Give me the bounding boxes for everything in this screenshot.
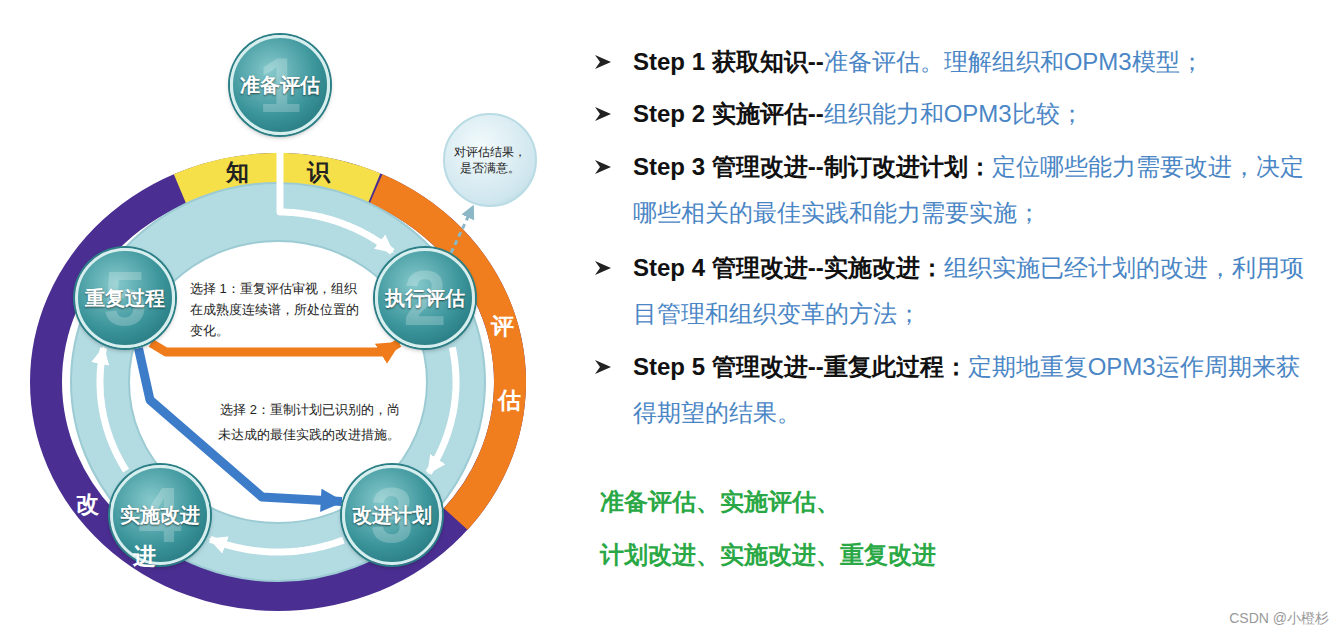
bullet-arrow xyxy=(593,157,613,177)
flow-arrow xyxy=(429,347,457,472)
step-name: 实施改进 xyxy=(120,502,200,529)
flow-arrow xyxy=(100,348,126,471)
step-heading: Step 1 获取知识-- xyxy=(633,48,824,75)
step-circle: 重复过程5 xyxy=(75,248,175,348)
bullet-arrow-shape xyxy=(595,107,611,121)
purple-band xyxy=(46,169,510,595)
step-circle: 改进计划3 xyxy=(342,465,442,565)
step-detail: 组织能力和OPM3比较； xyxy=(824,100,1084,127)
bullet-arrow-shape xyxy=(595,160,611,174)
step-bullet: Step 4 管理改进--实施改进：组织实施已经计划的改进，利用项目管理和组织变… xyxy=(633,245,1323,337)
step-bullet: Step 1 获取知识--准备评估。理解组织和OPM3模型； xyxy=(633,39,1323,85)
band-label: 评 xyxy=(491,311,514,342)
bullet-arrow-shape xyxy=(595,261,611,275)
step-heading: Step 2 实施评估-- xyxy=(633,100,824,127)
step-heading: Step 3 管理改进--制订改进计划： xyxy=(633,153,992,180)
flow-arrow xyxy=(210,539,343,552)
step-bullet: Step 2 实施评估--组织能力和OPM3比较； xyxy=(633,91,1323,137)
step-name: 执行评估 xyxy=(385,285,465,312)
step-name: 对评估结果，是否满意。 xyxy=(453,144,527,176)
choice-note: 选择 2：重制计划已识别的，尚未达成的最佳实践的改进措施。 xyxy=(215,397,400,447)
flow-arrow xyxy=(151,343,399,352)
summary-line: 计划改进、实施改进、重复改进 xyxy=(600,539,936,571)
step-heading: Step 5 管理改进--重复此过程： xyxy=(633,353,968,380)
summary-line: 准备评估、实施评估、 xyxy=(600,486,840,518)
bullet-arrow-shape xyxy=(595,55,611,69)
choice-note: 选择 1：重复评估审视，组织在成熟度连续谱，所处位置的变化。 xyxy=(190,278,362,341)
satisfaction-circle: 对评估结果，是否满意。 xyxy=(443,113,537,207)
band-label: 进 xyxy=(133,541,156,572)
watermark: CSDN @小橙杉 xyxy=(1229,610,1329,628)
bullet-arrow xyxy=(593,357,613,377)
step-circle: 准备评估1 xyxy=(230,35,330,135)
bullet-arrow xyxy=(593,104,613,124)
flow-arrow xyxy=(280,137,392,252)
band-label: 改 xyxy=(76,489,99,520)
step-name: 改进计划 xyxy=(352,502,432,529)
dotted-arrow xyxy=(451,206,473,253)
band-label: 知 xyxy=(226,157,249,188)
step-bullet: Step 5 管理改进--重复此过程：定期地重复OPM3运作周期来获得期望的结果… xyxy=(633,344,1323,436)
bullet-arrow xyxy=(593,52,613,72)
step-detail: 准备评估。理解组织和OPM3模型； xyxy=(824,48,1204,75)
step-circle: 实施改进4 xyxy=(110,465,210,565)
step-heading: Step 4 管理改进--实施改进： xyxy=(633,254,944,281)
bullet-arrow xyxy=(593,258,613,278)
band-label: 识 xyxy=(307,157,330,188)
band-label: 估 xyxy=(498,385,521,416)
step-name: 准备评估 xyxy=(240,72,320,99)
step-name: 重复过程 xyxy=(85,285,165,312)
step-bullet: Step 3 管理改进--制订改进计划：定位哪些能力需要改进，决定哪些相关的最佳… xyxy=(633,144,1323,236)
ring-edge xyxy=(71,183,485,581)
step-circle: 执行评估2 xyxy=(375,248,475,348)
bullet-arrow-shape xyxy=(595,360,611,374)
